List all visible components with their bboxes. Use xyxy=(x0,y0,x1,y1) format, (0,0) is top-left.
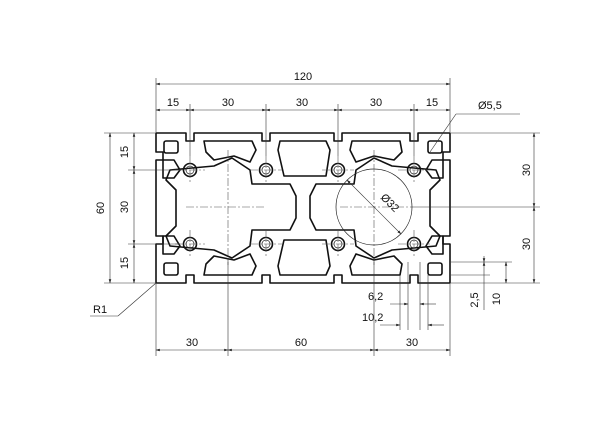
dim-left-height: 60 xyxy=(95,202,107,214)
dim-pitch-2: 30 xyxy=(296,97,308,109)
dim-pitch-right: 15 xyxy=(426,97,438,109)
hole-leader xyxy=(429,113,520,153)
dim-left-mid: 30 xyxy=(119,201,131,213)
dim-slot-opening: 10,2 xyxy=(362,312,383,324)
radius-leader xyxy=(90,282,157,317)
profile-outline xyxy=(155,132,451,284)
center-lines xyxy=(175,150,430,265)
dim-pitch-left: 15 xyxy=(167,97,179,109)
dim-bottom-mid: 60 xyxy=(295,337,307,349)
dim-right-top: 30 xyxy=(521,164,533,176)
dim-bottom-left: 30 xyxy=(186,337,198,349)
dim-left-top: 15 xyxy=(119,146,131,158)
dim-overall-width: 120 xyxy=(294,71,312,83)
slot-dimensions xyxy=(380,256,512,330)
dim-slot-width: 6,2 xyxy=(368,291,383,303)
right-dimensions xyxy=(410,132,540,284)
dim-pitch-1: 30 xyxy=(222,97,234,109)
dim-pitch-3: 30 xyxy=(370,97,382,109)
top-dimensions xyxy=(155,78,451,156)
bottom-dimensions xyxy=(155,258,451,356)
circle-diameter-line xyxy=(346,179,402,235)
dim-circle-diameter: Ø32 xyxy=(378,192,401,215)
dim-hole-diameter: Ø5,5 xyxy=(478,100,502,112)
dim-slot-height: 10 xyxy=(491,293,503,305)
dim-slot-depth: 2,5 xyxy=(469,292,481,307)
dim-right-bottom: 30 xyxy=(521,238,533,250)
corner-cavities xyxy=(163,140,443,276)
left-dimensions xyxy=(104,132,180,284)
dim-left-bottom: 15 xyxy=(119,257,131,269)
dim-bottom-right: 30 xyxy=(406,337,418,349)
dim-corner-radius: R1 xyxy=(93,304,107,316)
